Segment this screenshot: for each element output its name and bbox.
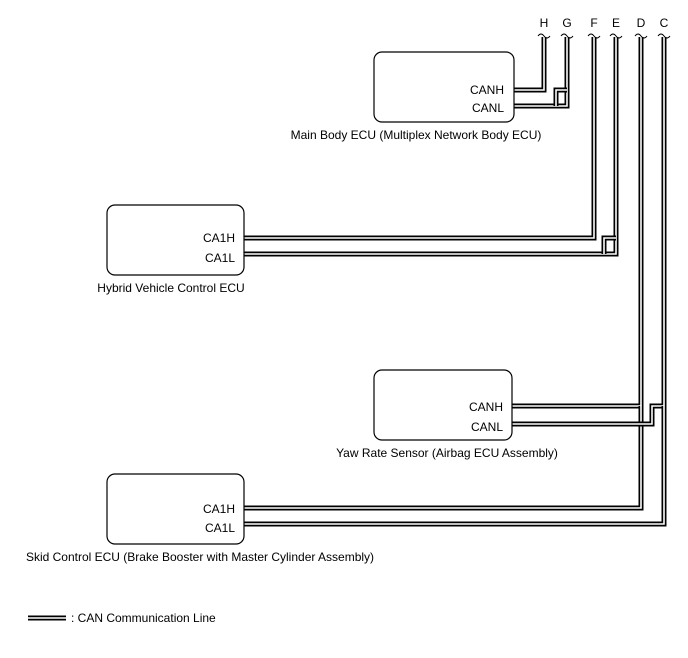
- skid-ca1l-label: CA1L: [205, 521, 235, 535]
- skid-ca1h-label: CA1H: [203, 502, 235, 516]
- wire-break-marks: [537, 33, 671, 39]
- yaw-sensor-name: Yaw Rate Sensor (Airbag ECU Assembly): [336, 446, 558, 460]
- main-body-ecu-box: [373, 51, 515, 123]
- yaw-sensor-box: [373, 369, 513, 441]
- connector-label-h: H: [540, 16, 549, 30]
- connector-label-g: G: [562, 16, 571, 30]
- connector-label-f: F: [590, 16, 597, 30]
- hybrid-ca1l-label: CA1L: [205, 251, 235, 265]
- main-body-canl-label: CANL: [472, 101, 504, 115]
- skid-ecu-name: Skid Control ECU (Brake Booster with Mas…: [26, 550, 374, 564]
- connector-label-c: C: [660, 16, 669, 30]
- main-body-canh-label: CANH: [470, 83, 504, 97]
- wire-main-body-canh: [514, 37, 547, 93]
- yaw-canl-label: CANL: [471, 420, 503, 434]
- hybrid-ecu-name: Hybrid Vehicle Control ECU: [97, 281, 244, 295]
- yaw-canh-label: CANH: [469, 400, 503, 414]
- skid-ecu-box: [106, 473, 245, 545]
- main-body-ecu-name: Main Body ECU (Multiplex Network Body EC…: [291, 128, 542, 142]
- connector-label-e: E: [612, 16, 620, 30]
- wire-main-body-canl: [514, 37, 570, 109]
- hybrid-ca1h-label: CA1H: [203, 231, 235, 245]
- hybrid-ecu-box: [106, 204, 245, 276]
- legend-label: : CAN Communication Line: [71, 611, 216, 625]
- legend: : CAN Communication Line: [28, 611, 216, 625]
- connector-label-d: D: [637, 16, 646, 30]
- can-wires: [244, 37, 667, 527]
